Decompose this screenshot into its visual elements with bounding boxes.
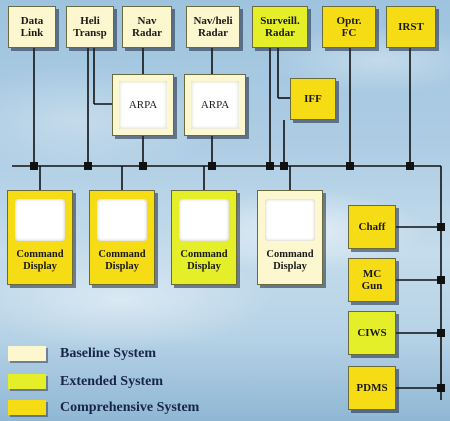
- display-screen: [265, 199, 315, 241]
- command-display-comprehensive-1: Command Display: [7, 190, 73, 285]
- mc-gun-box: MC Gun: [348, 258, 396, 302]
- chaff-box: Chaff: [348, 205, 396, 249]
- surveill-radar-box: Surveill. Radar: [252, 6, 308, 48]
- heli-transp-box: Heli Transp: [66, 6, 114, 48]
- nav-heli-radar-box: Nav/heli Radar: [186, 6, 240, 48]
- ciws-box: CIWS: [348, 311, 396, 355]
- arpa-unit-1: ARPA: [112, 74, 174, 136]
- pdms-label: PDMS: [356, 382, 388, 394]
- iff-box: IFF: [290, 78, 336, 120]
- display-screen: [179, 199, 229, 241]
- pdms-box: PDMS: [348, 366, 396, 410]
- display-screen: [97, 199, 147, 241]
- ciws-label: CIWS: [357, 327, 387, 339]
- iff-label: IFF: [304, 93, 322, 105]
- arpa-unit-2: ARPA: [184, 74, 246, 136]
- data-link-label: Data Link: [20, 15, 44, 39]
- display-screen: [15, 199, 65, 241]
- chaff-label: Chaff: [358, 221, 386, 233]
- irst-box: IRST: [386, 6, 436, 48]
- legend-label-baseline: Baseline System: [60, 346, 157, 361]
- irst-label: IRST: [398, 21, 424, 33]
- legend-label-extended: Extended System: [60, 374, 164, 389]
- legend-swatch-baseline: [8, 346, 46, 361]
- mc-gun-label: MC Gun: [361, 268, 383, 292]
- optr-fc-box: Optr. FC: [322, 6, 376, 48]
- command-display-label-3: Command Display: [180, 249, 228, 272]
- command-display-label-2: Command Display: [98, 249, 146, 272]
- data-link-box: Data Link: [8, 6, 56, 48]
- legend-swatch-comprehensive: [8, 400, 46, 415]
- surveill-radar-label: Surveill. Radar: [260, 15, 300, 39]
- legend-swatch-extended: [8, 374, 46, 389]
- command-display-label-1: Command Display: [16, 249, 64, 272]
- nav-radar-box: Nav Radar: [122, 6, 172, 48]
- nav-radar-label: Nav Radar: [132, 15, 162, 39]
- arpa-label-2: ARPA: [200, 99, 230, 111]
- optr-fc-label: Optr. FC: [336, 15, 362, 39]
- command-display-baseline: Command Display: [257, 190, 323, 285]
- command-display-comprehensive-2: Command Display: [89, 190, 155, 285]
- nav-heli-radar-label: Nav/heli Radar: [193, 15, 233, 39]
- legend-label-comprehensive: Comprehensive System: [60, 400, 200, 415]
- arpa-label-1: ARPA: [128, 99, 158, 111]
- heli-transp-label: Heli Transp: [73, 15, 107, 39]
- command-display-label-4: Command Display: [266, 249, 314, 272]
- command-display-extended: Command Display: [171, 190, 237, 285]
